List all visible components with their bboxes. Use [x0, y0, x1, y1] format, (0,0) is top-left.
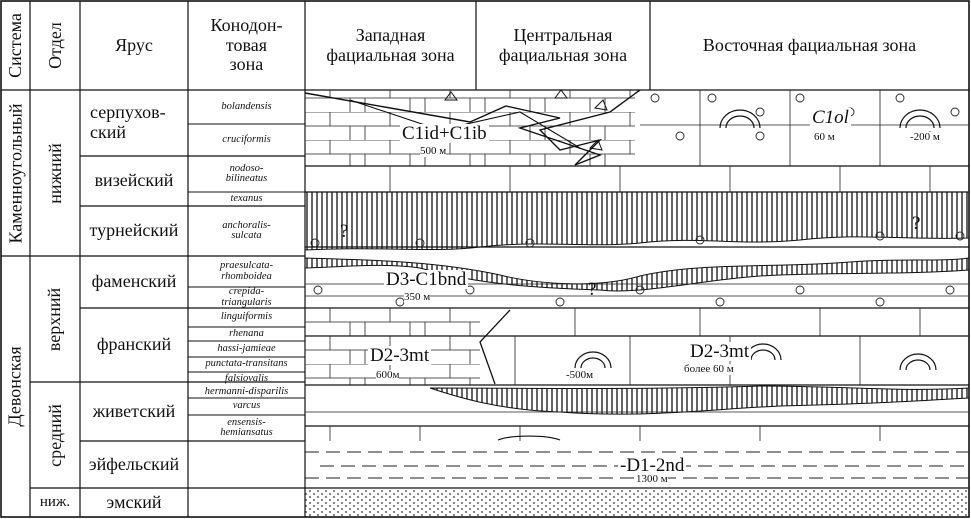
- zone-rhenana: rhenana: [229, 327, 264, 339]
- stage-visean: визейский: [94, 170, 174, 191]
- zone-bolandensis: bolandensis: [221, 100, 272, 112]
- stage-tournaisian: турнейский: [89, 220, 179, 241]
- stage-eifelian: эйфельский: [88, 453, 180, 474]
- zone-nodoso-bilineatus: nodoso- bilineatus: [225, 162, 268, 184]
- series-lower-devonian: ниж.: [39, 494, 71, 511]
- header-conodont-zone: Конодон- товая зона: [210, 14, 283, 75]
- header-central-facies-zone: Центральная фациальная зона: [498, 24, 628, 65]
- stage-serpukhovian: серпухов- ский: [90, 102, 166, 142]
- formation-d23mt-east-thickness: более 60 м: [684, 363, 734, 375]
- zone-varcus: varcus: [232, 400, 261, 412]
- zone-texanus: texanus: [230, 192, 263, 204]
- system-carboniferous: Каменноугольный: [5, 103, 25, 243]
- zone-ensensis-hemiansatus: ensensis- hemiansatus: [220, 416, 273, 438]
- formation-c1ol: C1ol: [810, 107, 851, 128]
- header-system: Система: [5, 13, 25, 78]
- zone-cruciformis: cruciformis: [222, 133, 271, 145]
- header-stage: Ярус: [115, 34, 153, 55]
- zone-anchoralis-sulcata: anchoralis- sulcata: [222, 219, 271, 241]
- zone-falsiovalis: falsiovalis: [224, 372, 269, 384]
- formation-d12nd-thickness: 1300 м: [636, 473, 668, 485]
- formation-d3c1bnd: D3-C1bnd: [384, 269, 469, 290]
- formation-c1id-c1ib-thickness: 500 м: [420, 145, 447, 157]
- formation-d23mt-east: D2-3mt: [688, 341, 752, 362]
- zone-crepida-triangularis: crepida- triangularis: [221, 286, 272, 308]
- stage-emsian: эмский: [106, 491, 162, 512]
- header-east-facies-zone: Восточная фациальная зона: [702, 34, 917, 55]
- zone-praesulcata-rhomboidea: praesulcata- rhomboidea: [219, 260, 274, 282]
- stage-famennian: фаменский: [91, 271, 177, 292]
- series-lower-carboniferous: нижний: [44, 142, 65, 204]
- system-devonian: Девонская: [5, 346, 26, 427]
- formation-c1ol-thickness-a: 60 м: [814, 131, 835, 143]
- formation-c1id-c1ib: C1id+C1ib: [400, 123, 489, 144]
- formation-d23mt-center-thickness: -500м: [566, 369, 594, 381]
- question-mark-east: ?: [912, 213, 921, 234]
- header-series: Отдел: [44, 22, 65, 69]
- stage-frasnian: франский: [96, 334, 172, 355]
- question-mark-famennian: ?: [588, 279, 597, 300]
- question-mark-west: ?: [340, 221, 349, 242]
- stage-givetian: живетский: [92, 400, 176, 421]
- formation-d3c1bnd-thickness: 350 м: [404, 291, 431, 303]
- formation-d23mt-west: D2-3mt: [368, 345, 432, 366]
- series-upper-devonian: верхний: [44, 287, 65, 351]
- series-middle-devonian: средний: [44, 403, 65, 467]
- header-west-facies-zone: Западная фациальная зона: [326, 24, 455, 65]
- zone-hermanni-disparilis: hermanni-disparilis: [204, 385, 289, 397]
- zone-linguiformis: linguiformis: [220, 311, 273, 323]
- formation-c1ol-thickness-b: -200 м: [910, 131, 940, 143]
- zone-punctata-transitans: punctata-transitans: [205, 358, 288, 370]
- formation-d23mt-west-thickness: 600м: [376, 369, 400, 381]
- formation-d12nd: -D1-2nd: [618, 455, 687, 476]
- zone-hassi-jamieae: hassi-jamieae: [217, 342, 276, 354]
